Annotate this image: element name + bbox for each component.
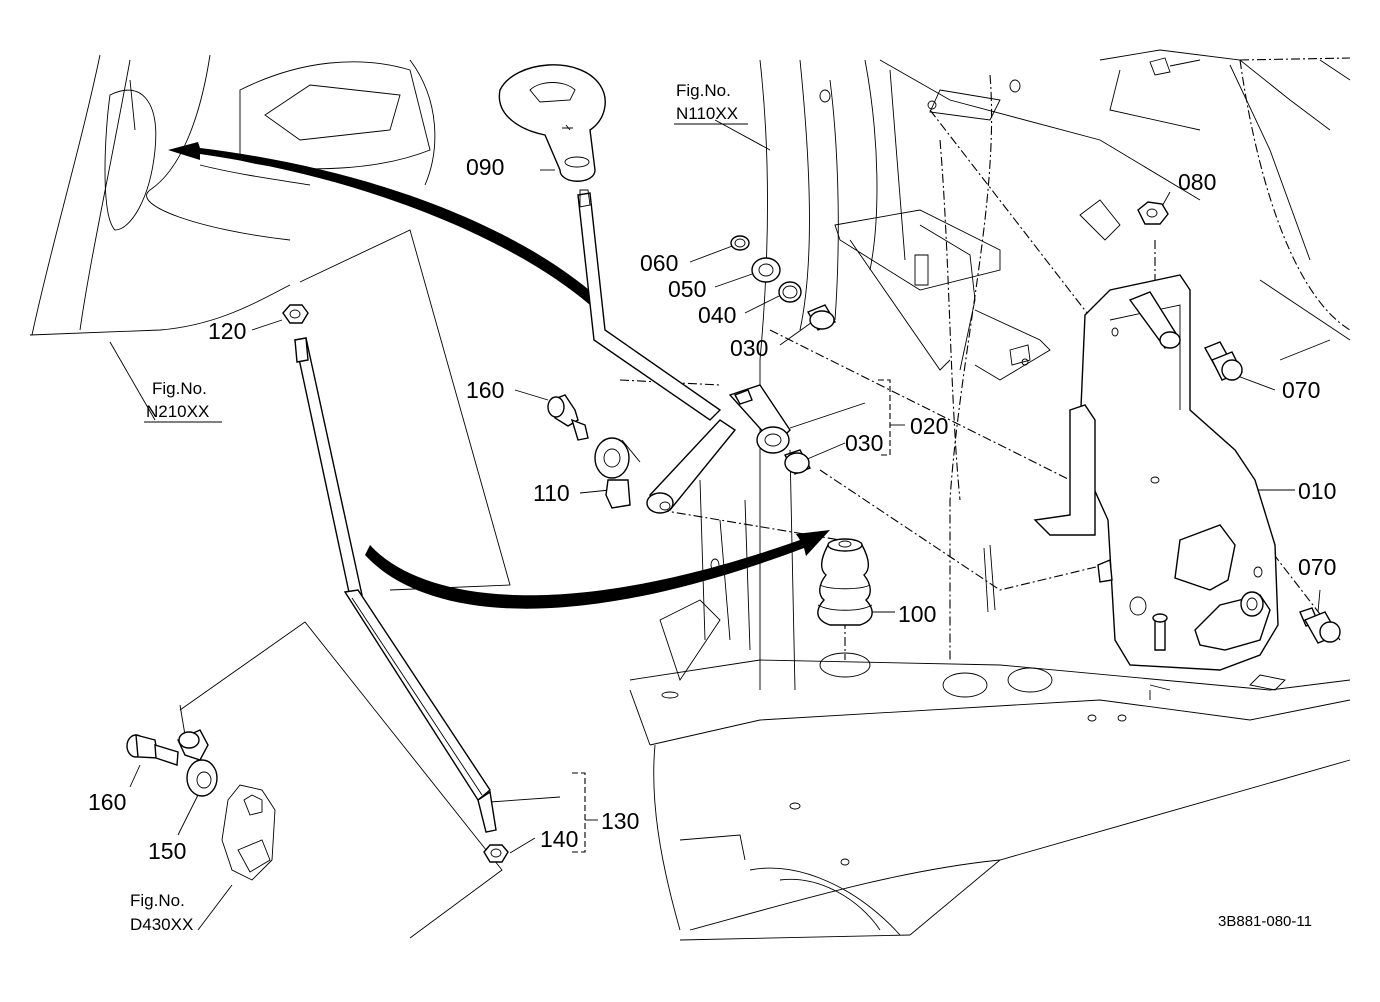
bracket-010[interactable] xyxy=(914,89,1279,671)
label-040: 040 xyxy=(698,302,736,328)
link-rod-130[interactable] xyxy=(294,337,497,833)
background-structure xyxy=(29,49,1351,941)
bolt-160-upper[interactable] xyxy=(547,394,589,441)
drawing-code: 3B881-080-11 xyxy=(1218,913,1312,930)
group-brackets xyxy=(572,379,905,853)
bolt-160-lower[interactable] xyxy=(126,734,179,766)
label-160-lower: 160 xyxy=(88,789,126,815)
label-070-lower: 070 xyxy=(1298,554,1336,580)
o-ring-040[interactable] xyxy=(778,281,802,303)
svg-text:Fig.No.: Fig.No. xyxy=(676,81,731,100)
fig-ref-n110: Fig.No. N110XX xyxy=(674,81,748,125)
label-010: 010 xyxy=(1298,478,1336,504)
rubber-boot-100[interactable] xyxy=(817,538,873,626)
label-050: 050 xyxy=(668,276,706,302)
label-080: 080 xyxy=(1178,169,1216,195)
label-030-lower: 030 xyxy=(845,430,883,456)
label-150: 150 xyxy=(148,838,186,864)
label-110: 110 xyxy=(533,480,570,506)
bolt-070-upper[interactable] xyxy=(1204,341,1243,381)
svg-text:N210XX: N210XX xyxy=(146,402,209,421)
fig-ref-n210: Fig.No. N210XX xyxy=(144,379,222,423)
svg-text:D430XX: D430XX xyxy=(130,915,193,934)
svg-text:N110XX: N110XX xyxy=(676,104,738,123)
bushing-030-upper[interactable] xyxy=(807,304,836,331)
nut-120[interactable] xyxy=(282,304,309,324)
shift-lever-rod[interactable] xyxy=(577,189,791,514)
lever-arm-d430 xyxy=(221,784,276,881)
label-120: 120 xyxy=(208,318,246,344)
label-090: 090 xyxy=(466,154,504,180)
rod-end-110[interactable] xyxy=(594,437,641,509)
rod-end-150[interactable] xyxy=(177,729,218,797)
nut-140[interactable] xyxy=(483,844,509,863)
snap-ring-060[interactable] xyxy=(730,235,750,251)
label-140: 140 xyxy=(540,826,578,852)
fig-ref-d430: Fig.No. D430XX xyxy=(130,891,193,934)
reference-arrows xyxy=(168,142,830,609)
bolt-070-lower[interactable] xyxy=(1299,607,1341,644)
washer-050[interactable] xyxy=(751,257,781,283)
part-labels: 090 060 050 040 030 030 020 080 070 070 … xyxy=(88,154,1336,864)
nut-080[interactable] xyxy=(1137,201,1169,225)
figure-references: Fig.No. N110XX Fig.No. N210XX Fig.No. D4… xyxy=(130,81,748,934)
svg-text:Fig.No.: Fig.No. xyxy=(130,891,185,910)
shift-knob-090[interactable] xyxy=(498,64,606,182)
bushing-030-lower[interactable] xyxy=(783,449,811,475)
label-130: 130 xyxy=(601,808,639,834)
label-020: 020 xyxy=(910,413,948,439)
label-160-upper: 160 xyxy=(466,377,504,403)
label-100: 100 xyxy=(898,601,936,627)
label-070-upper: 070 xyxy=(1282,377,1320,403)
label-060: 060 xyxy=(640,250,678,276)
svg-text:Fig.No.: Fig.No. xyxy=(152,379,207,398)
label-030-upper: 030 xyxy=(730,335,768,361)
